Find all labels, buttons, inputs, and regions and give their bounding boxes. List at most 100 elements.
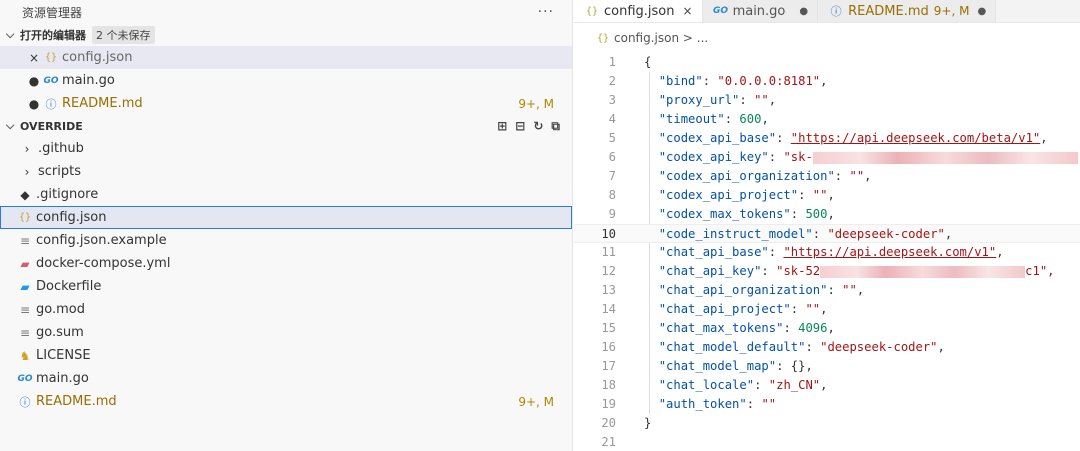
line-source: "codex_api_key": "sk-, (644, 148, 1080, 167)
code-line[interactable]: 5 "codex_api_base": "https://api.deepsee… (574, 129, 1080, 148)
explorer-toolbar: ⊞ ⊟ ↻ ⧉ (497, 115, 560, 137)
indent (644, 302, 659, 316)
open-editor-item-config-json[interactable]: × {} config.json (0, 46, 572, 69)
line-source: "chat_api_base": "https://api.deepseek.c… (644, 243, 1004, 262)
folder-name: .github (38, 141, 84, 156)
code-line[interactable]: 21 (574, 433, 1080, 451)
tree-item-config-json-example[interactable]: ≡ config.json.example (0, 229, 572, 252)
indent (644, 93, 659, 107)
punctuation: , (827, 207, 835, 221)
code-line[interactable]: 3 "proxy_url": "", (574, 91, 1080, 110)
code-line[interactable]: 14 "chat_api_project": "", (574, 300, 1080, 319)
chevron-down-icon: ⌵ (6, 28, 15, 41)
close-icon[interactable]: × (28, 50, 40, 65)
line-number: 9 (608, 207, 616, 221)
file-name: docker-compose.yml (36, 256, 171, 271)
new-folder-icon[interactable]: ⊟ (515, 119, 526, 133)
code-line[interactable]: 19 "auth_token": "" (574, 395, 1080, 414)
tree-item-docker-compose[interactable]: ▰ docker-compose.yml (0, 252, 572, 275)
line-source: "chat_model_default": "deepseek-coder", (644, 338, 945, 357)
code-line[interactable]: 2 "bind": "0.0.0.0:8181", (574, 72, 1080, 91)
code-line[interactable]: 20} (574, 414, 1080, 433)
open-editor-item-main-go[interactable]: ● GO main.go (0, 69, 572, 92)
json-file-icon: {} (44, 52, 58, 63)
refresh-icon[interactable]: ↻ (533, 119, 544, 133)
code-editor[interactable]: 1{2 "bind": "0.0.0.0:8181",3 "proxy_url"… (574, 53, 1080, 451)
code-line[interactable]: 17 "chat_model_map": {}, (574, 357, 1080, 376)
more-actions-icon[interactable]: ··· (537, 4, 554, 20)
git-status-badge: 9+, M (933, 4, 970, 18)
unsaved-dot-icon[interactable]: ● (799, 5, 809, 17)
tree-item-github[interactable]: › .github (0, 137, 572, 160)
code-line[interactable]: 4 "timeout": 600, (574, 110, 1080, 129)
unsaved-dot-icon[interactable]: ● (28, 73, 40, 88)
code-line[interactable]: 11 "chat_api_base": "https://api.deepsee… (574, 243, 1080, 262)
indent (644, 131, 659, 145)
open-editor-item-readme[interactable]: ● ⓘ README.md 9+, M (0, 92, 572, 115)
unsaved-dot-icon[interactable]: ● (28, 96, 40, 111)
json-value: "" (761, 397, 777, 411)
tree-item-scripts[interactable]: › scripts (0, 160, 572, 183)
explorer-title: 资源管理器 (22, 5, 83, 20)
tab-label: main.go (732, 3, 786, 19)
json-key: "chat_model_default" (658, 340, 806, 354)
collapse-all-icon[interactable]: ⧉ (551, 118, 560, 133)
code-line[interactable]: 13 "chat_api_organization": "", (574, 281, 1080, 300)
breadcrumb-file[interactable]: config.json (614, 31, 680, 45)
tab-readme[interactable]: ⓘ README.md 9+, M ● (818, 0, 997, 22)
breadcrumb-separator: > (679, 31, 697, 45)
file-name: Dockerfile (36, 279, 102, 294)
code-line[interactable]: 6 "codex_api_key": "sk-, (574, 148, 1080, 167)
punctuation: , (768, 93, 777, 107)
unsaved-dot-icon[interactable]: ● (977, 5, 987, 17)
line-number: 2 (608, 74, 616, 88)
json-key: "codex_api_project" (658, 188, 799, 202)
tree-item-config-json[interactable]: {} config.json (0, 206, 572, 229)
line-source: "chat_max_tokens": 4096, (644, 319, 835, 338)
tab-main-go[interactable]: GO main.go ● (702, 0, 819, 22)
tree-item-go-mod[interactable]: ≡ go.mod (0, 298, 572, 321)
go-file-icon: GO (713, 6, 729, 16)
line-number: 8 (608, 188, 616, 202)
code-line[interactable]: 10 "code_instruct_model": "deepseek-code… (574, 224, 1080, 243)
tree-item-gitignore[interactable]: ◆ .gitignore (0, 183, 572, 206)
json-key: "chat_max_tokens" (658, 321, 784, 335)
line-source: "chat_model_map": {}, (644, 357, 813, 376)
punctuation: : (827, 283, 843, 297)
close-icon[interactable]: × (682, 4, 693, 18)
file-name: config.json (36, 210, 107, 225)
json-value: 500 (805, 207, 828, 221)
line-number: 14 (601, 302, 616, 316)
editor-tabs: {} config.json × GO main.go ● ⓘ README.m… (574, 0, 1080, 23)
line-source: "codex_max_tokens": 500, (644, 205, 835, 224)
json-value: "https://api.deepseek.com/v1" (783, 245, 997, 259)
code-line[interactable]: 1{ (574, 53, 1080, 72)
go-file-icon: GO (43, 75, 59, 86)
json-key: "codex_max_tokens" (658, 207, 791, 221)
code-line[interactable]: 7 "codex_api_organization": "", (574, 167, 1080, 186)
chevron-right-icon: › (24, 141, 30, 156)
json-key: "codex_api_organization" (658, 169, 835, 183)
tab-config-json[interactable]: {} config.json × (574, 0, 703, 22)
json-file-icon: {} (596, 32, 610, 44)
breadcrumb-symbol[interactable]: ... (696, 31, 709, 45)
code-line[interactable]: 9 "codex_max_tokens": 500, (574, 205, 1080, 224)
line-number: 20 (601, 416, 616, 430)
tree-item-go-sum[interactable]: ≡ go.sum (0, 321, 572, 344)
tree-item-readme[interactable]: ⓘ README.md 9+, M (0, 390, 572, 413)
code-line[interactable]: 15 "chat_max_tokens": 4096, (574, 319, 1080, 338)
open-editors-section[interactable]: ⌵ 打开的编辑器 2 个未保存 (0, 24, 572, 46)
code-line[interactable]: 16 "chat_model_default": "deepseek-coder… (574, 338, 1080, 357)
punctuation: , (827, 321, 835, 335)
punctuation: { (644, 55, 652, 69)
code-line[interactable]: 18 "chat_locale": "zh_CN", (574, 376, 1080, 395)
indent (644, 359, 659, 373)
tree-item-license[interactable]: ♞ LICENSE (0, 344, 572, 367)
tree-item-dockerfile[interactable]: ▰ Dockerfile (0, 275, 572, 298)
code-line[interactable]: 8 "codex_api_project": "", (574, 186, 1080, 205)
project-section[interactable]: ⌵ OVERRIDE ⊞ ⊟ ↻ ⧉ (0, 115, 572, 137)
line-number: 7 (608, 169, 616, 183)
new-file-icon[interactable]: ⊞ (497, 119, 508, 133)
tree-item-main-go[interactable]: GO main.go (0, 367, 572, 390)
